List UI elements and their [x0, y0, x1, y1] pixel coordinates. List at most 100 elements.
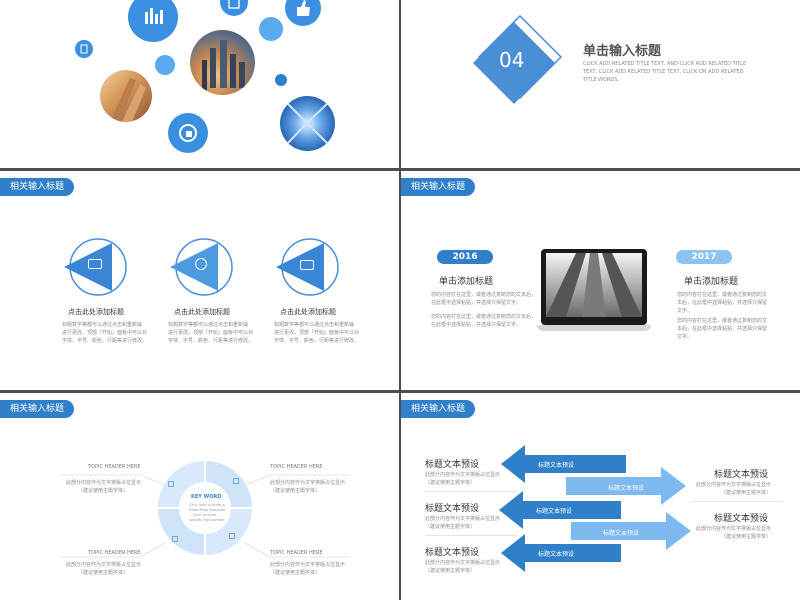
section-number: 04 [499, 48, 525, 72]
topic-1-line-2: （建议使用主题字体） [78, 488, 129, 494]
item-2-title: 点击此处添加标题 [174, 308, 230, 316]
city-photo [190, 30, 255, 95]
arrow-left-3 [501, 534, 621, 572]
arrow-left-1-label: 标题文本预设 [538, 462, 575, 469]
arrow-left-2-label: 标题文本预设 [536, 508, 573, 515]
laptop-screen-photo [546, 253, 642, 317]
item-3-desc-3: 字体、字号、颜色、行距等进行修改。 [274, 338, 360, 344]
topic-3-line-1: 此部分内容作为文字排版占位显示 [66, 562, 142, 568]
key-word-title: KEY WORD [191, 494, 222, 500]
right-item-1-line-2: （建议使用主题字体） [721, 490, 772, 496]
right-para-1-line-3: 文字。 [677, 308, 693, 314]
item-1-desc-2: 进行更改，顶部「开始」面板中可以对 [62, 330, 148, 336]
key-word-ring [155, 458, 255, 558]
item-2-desc-3: 字体、字号、颜色、行距等进行修改。 [168, 338, 254, 344]
right-item-2-title: 标题文本预设 [714, 514, 769, 524]
section-subtitle-line-2: TEXT, CLICK ADD RELATED TITLE TEXT, CLIC… [583, 69, 744, 75]
radio-icon [88, 259, 102, 269]
item-1-desc-3: 字体、字号、颜色、行距等进行修改。 [62, 338, 148, 344]
skyscraper-photo [100, 70, 152, 122]
edit-icon [220, 0, 248, 16]
topic-1-header: TOPIC HEADER HERE [88, 464, 141, 470]
topic-2-header: TOPIC HEADER HERE [270, 464, 323, 470]
right-item-2-line-2: （建议使用主题字体） [721, 534, 772, 540]
item-3-desc-2: 进行更改，顶部「开始」面板中可以对 [274, 330, 360, 336]
divider [691, 501, 783, 502]
topic-2-line-1: 此部分内容作为文字排版占位显示 [270, 480, 346, 486]
item-1-title: 点击此处添加标题 [68, 308, 124, 316]
left-title: 单击添加标题 [439, 277, 494, 287]
camera-icon [300, 260, 314, 270]
slide-tag: 相关输入标题 [0, 400, 75, 418]
left-para-2-line-1: 您的内容打在这里，或者通过复制您的文本后， [431, 314, 537, 320]
left-item-3-line-2: （建议使用主题字体） [425, 568, 476, 574]
headset-icon [168, 113, 208, 153]
item-1-desc-1: 标题数字等都可以通过点击和重新输 [62, 322, 143, 328]
left-para-1-line-1: 您的内容打在这里，或者通过复制您的文本后， [431, 292, 537, 298]
key-word-line-4: specific text content [189, 518, 225, 522]
slide-tag: 相关输入标题 [0, 178, 75, 196]
slide-key-word-ring: 相关输入标题 KEY WORD Click here to enter a Po… [0, 393, 399, 600]
decor-dot [155, 55, 175, 75]
decor-dot [275, 74, 287, 86]
left-item-1-title: 标题文本预设 [425, 460, 480, 470]
topic-1-line-1: 此部分内容作为文字排版占位显示 [66, 480, 142, 486]
left-para-2-line-2: 在此框中选择粘贴，并选择只保留文字。 [431, 322, 522, 328]
topic-4-line-2: （建议使用主题字体） [270, 570, 321, 576]
item-3-title: 点击此处添加标题 [280, 308, 336, 316]
left-item-1-line-1: 此部分内容作为文字排版占位显示 [425, 472, 501, 478]
slide-timeline-laptop: 相关输入标题 2016 单击添加标题 您的内容打在这里，或者通过复制您的文本后，… [401, 171, 800, 390]
year-badge-right: 2017 [676, 250, 732, 264]
topic-2-line-2: （建议使用主题字体） [270, 488, 321, 494]
right-title: 单击添加标题 [684, 277, 739, 287]
left-item-2-title: 标题文本预设 [425, 504, 480, 514]
slide-three-items: 相关输入标题 点击此处添加标题 标题数字等都可以通过点击和重新输 进行更改，顶部… [0, 171, 399, 390]
left-item-1-line-2: （建议使用主题字体） [425, 480, 476, 486]
right-para-1-line-2: 本后，在此框中选择粘贴，并选择只保留 [677, 300, 768, 306]
slide-section-title: 04 单击输入标题 CLICK ADD RELATED TITLE TEXT, … [401, 0, 800, 168]
right-item-2-line-1: 此部分内容作为文字排版占位显示 [696, 526, 772, 532]
left-item-3-line-1: 此部分内容作为文字排版占位显示 [425, 560, 501, 566]
thumbs-up-icon [285, 0, 321, 26]
right-para-2-line-1: 您的内容打在这里，或者通过复制您的文 [677, 318, 768, 324]
item-1-graphic [64, 238, 127, 296]
section-title: 单击输入标题 [583, 44, 662, 59]
slide-circles-collage [0, 0, 399, 168]
slide-tag: 相关输入标题 [401, 400, 476, 418]
laptop-graphic [537, 249, 651, 339]
pencil-icon [172, 536, 178, 542]
decor-dot [259, 17, 283, 41]
key-word-line-3: Click to enter [193, 513, 217, 517]
grid-icon [168, 481, 174, 487]
document-icon [75, 40, 93, 58]
arrow-right-1 [566, 467, 686, 505]
left-item-3-title: 标题文本预设 [425, 548, 480, 558]
key-word-line-2: PowerPoint template. [189, 508, 227, 512]
item-2-desc-2: 进行更改，顶部「开始」面板中可以对 [168, 330, 254, 336]
flask-icon [229, 533, 235, 539]
connector-lines [60, 474, 350, 558]
section-subtitle-line-1: CLICK ADD RELATED TITLE TEXT, AND CLICK … [583, 61, 747, 67]
number-diamond [472, 14, 563, 105]
right-item-1-title: 标题文本预设 [714, 470, 769, 480]
pen-icon [233, 478, 239, 484]
arrow-right-1-label: 标题文本预设 [608, 485, 645, 492]
topic-3-line-2: （建议使用主题字体） [78, 570, 129, 576]
topic-3-header: TOPIC HEADER HERE [88, 550, 141, 556]
item-3-desc-1: 标题数字等都可以通过点击和重新输 [274, 322, 355, 328]
item-2-graphic [170, 238, 233, 296]
slide-tag: 相关输入标题 [401, 178, 476, 196]
key-word-line-1: Click here to enter a [189, 503, 225, 507]
topic-4-header: TOPIC HEADER HERE [270, 550, 323, 556]
divider [425, 491, 517, 492]
item-3-graphic [276, 238, 339, 296]
right-para-1-line-1: 您的内容打在这里，或者通过复制您的文 [677, 292, 768, 298]
left-item-2-line-1: 此部分内容作为文字排版占位显示 [425, 516, 501, 522]
chart-icon [128, 0, 178, 42]
right-item-1-line-1: 此部分内容作为文字排版占位显示 [696, 482, 772, 488]
arrow-right-2 [571, 512, 691, 550]
arrow-left-3-label: 标题文本预设 [538, 551, 575, 558]
glass-building-photo [280, 96, 335, 151]
slide-arrows: 相关输入标题 标题文本预设 此部分内容作为文字排版占位显示 （建议使用主题字体）… [401, 393, 800, 600]
arrow-left-1 [501, 445, 626, 483]
